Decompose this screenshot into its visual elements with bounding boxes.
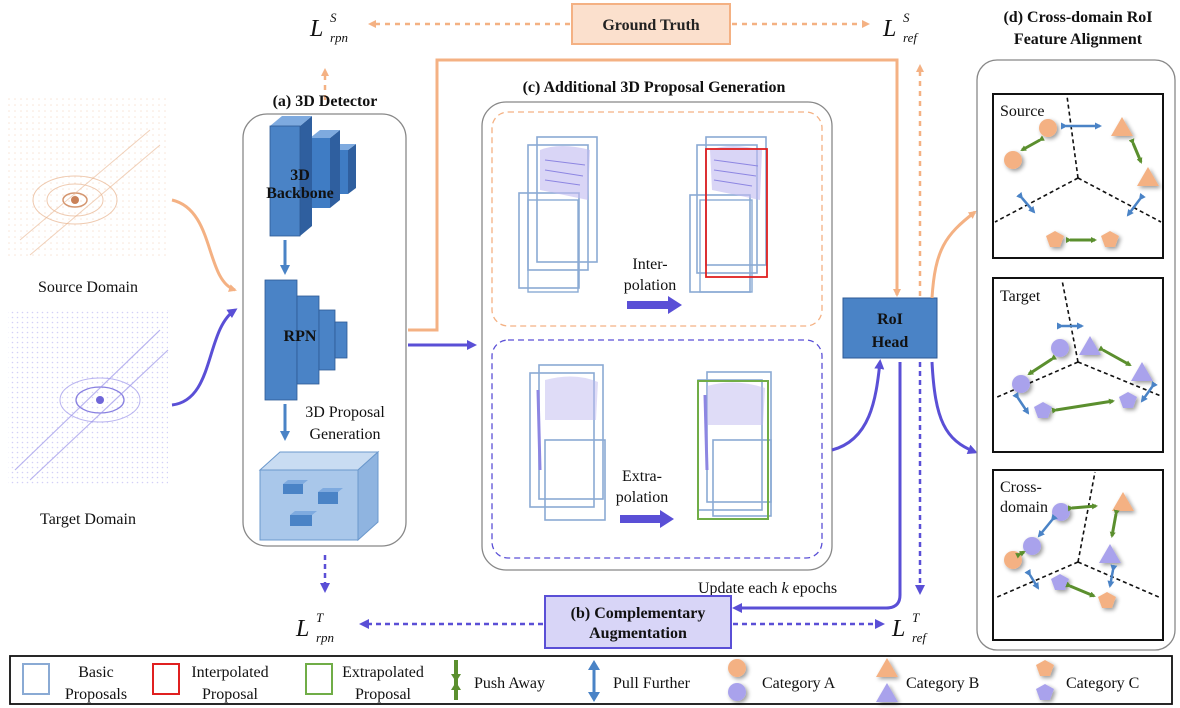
svg-text:Pull Further: Pull Further	[613, 675, 691, 692]
backbone-label-2: Backbone	[266, 185, 334, 202]
alignment-title-2: Feature Alignment	[1014, 31, 1143, 48]
legend-basic-swatch	[22, 663, 50, 695]
svg-text:L: L	[891, 616, 905, 642]
extrapolation-arrow	[620, 510, 674, 528]
source-input-arrow	[171, 198, 237, 292]
detector-title: (a) 3D Detector	[273, 93, 378, 110]
svg-text:Source: Source	[1000, 103, 1044, 120]
svg-text:T: T	[912, 610, 920, 625]
loss-ref-target: L T ref	[891, 610, 928, 645]
interpolation-label-1: Inter-	[632, 256, 667, 273]
alignment-panel-cross: Cross- domain	[992, 469, 1164, 641]
backbone-label-1: 3D	[290, 167, 310, 184]
proposal-gen-label-1: 3D Proposal	[305, 404, 385, 421]
svg-text:Category B: Category B	[906, 675, 979, 692]
svg-text:Target: Target	[1000, 288, 1041, 305]
svg-text:Interpolated: Interpolated	[191, 664, 268, 681]
svg-text:Basic: Basic	[78, 664, 114, 681]
legend-cat-c-target	[1036, 684, 1054, 700]
roi-head-box: RoI Head	[842, 297, 938, 359]
svg-text:rpn: rpn	[330, 30, 348, 45]
interpolation-label-2: polation	[624, 277, 676, 294]
ground-truth-box: Ground Truth	[571, 3, 731, 45]
extrapolation-label-2: polation	[616, 489, 668, 506]
svg-text:Category C: Category C	[1066, 675, 1139, 692]
alignment-panel-source: Source	[992, 93, 1164, 259]
legend-cat-a-source	[728, 659, 746, 677]
interp-left-cloud	[540, 146, 590, 200]
legend-cat-c-source	[1036, 660, 1054, 676]
detector-to-roi-source-path	[408, 58, 901, 332]
proposal-cube	[258, 450, 380, 542]
backbone-block	[269, 116, 356, 237]
target-input-arrow	[171, 308, 238, 407]
alignment-panel-target: Target	[992, 277, 1164, 453]
svg-text:Extrapolated: Extrapolated	[342, 664, 424, 681]
comp-aug-label-2: Augmentation	[589, 625, 687, 642]
source-domain-label: Source Domain	[38, 279, 138, 296]
roi-label-1: RoI	[877, 311, 903, 328]
alignment-title-1: (d) Cross-domain RoI	[1003, 9, 1152, 26]
svg-text:rpn: rpn	[316, 630, 334, 645]
svg-text:Push Away: Push Away	[474, 675, 545, 692]
rpn-label: RPN	[284, 328, 317, 345]
interp-right-cloud	[710, 146, 762, 200]
svg-text:domain: domain	[1000, 499, 1048, 516]
extrapolation-panel	[491, 339, 823, 559]
legend: Basic Proposals Interpolated Proposal Ex…	[9, 655, 1173, 705]
ground-truth-label: Ground Truth	[602, 17, 699, 34]
proposal-gen-label-2: Generation	[309, 426, 380, 443]
svg-text:T: T	[316, 610, 324, 625]
svg-text:Proposal: Proposal	[202, 686, 259, 703]
svg-text:L: L	[882, 16, 896, 42]
roi-to-target-alignment	[930, 361, 978, 455]
interp-left-proposals	[518, 136, 598, 293]
legend-cat-a-target	[728, 683, 746, 701]
svg-text:Cross-: Cross-	[1000, 479, 1042, 496]
comp-aug-label-1: (b) Complementary	[571, 605, 706, 622]
proposal-gen-title: (c) Additional 3D Proposal Generation	[523, 79, 786, 96]
loss-ref-source: L S ref	[882, 10, 919, 45]
comp-aug-box: (b) Complementary Augmentation	[544, 595, 732, 649]
legend-interp-swatch	[152, 663, 180, 695]
extrap-left-cloud	[536, 376, 598, 471]
svg-text:Category A: Category A	[762, 675, 836, 692]
proposal-gen-to-roi-arrow	[831, 359, 885, 452]
svg-text:ref: ref	[903, 30, 919, 45]
svg-text:Proposals: Proposals	[65, 686, 127, 703]
legend-pull-icon	[588, 660, 600, 702]
svg-text:L: L	[295, 616, 309, 642]
update-label: Update each k epochs	[698, 580, 837, 597]
extrapolated-proposal-box	[697, 380, 769, 520]
extrap-right-cloud	[703, 382, 765, 471]
proposal-gen-container	[481, 101, 833, 571]
extrapolation-label-1: Extra-	[622, 468, 662, 485]
svg-text:Proposal: Proposal	[355, 686, 412, 703]
source-point-cloud	[8, 95, 168, 260]
roi-to-source-alignment	[930, 210, 977, 299]
loss-rpn-source: L S rpn	[309, 10, 348, 45]
roi-label-2: Head	[872, 334, 909, 351]
gt-dashed-arrows	[321, 20, 924, 296]
legend-cat-b-target	[876, 683, 898, 702]
legend-extrap-swatch	[305, 663, 333, 695]
svg-text:ref: ref	[912, 630, 928, 645]
interpolation-panel	[491, 111, 823, 327]
loss-rpn-target: L T rpn	[295, 610, 334, 645]
target-domain-label: Target Domain	[40, 511, 136, 528]
legend-cat-b-source	[876, 658, 898, 677]
interpolation-arrow	[627, 296, 682, 314]
legend-push-icon	[451, 660, 461, 700]
svg-text:S: S	[903, 10, 910, 25]
svg-text:L: L	[309, 16, 323, 42]
target-point-cloud	[8, 310, 169, 485]
interpolated-proposal-box	[705, 148, 768, 278]
rpn-block	[264, 279, 348, 401]
update-path	[732, 362, 902, 613]
svg-text:S: S	[330, 10, 337, 25]
